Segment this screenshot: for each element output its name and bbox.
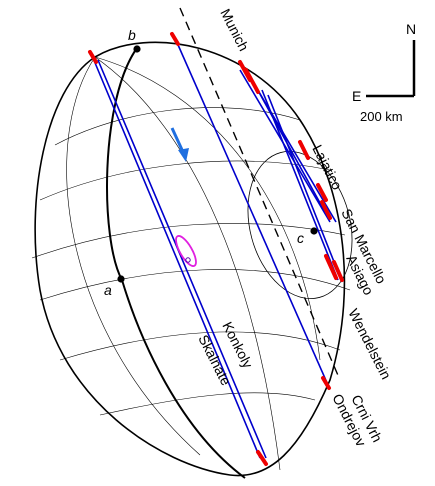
chord-ondrejov xyxy=(174,37,329,386)
error-bar xyxy=(88,50,98,64)
label-wendelstein: Wendelstein xyxy=(345,306,394,382)
limb-ellipse xyxy=(247,151,353,299)
point-a-label: a xyxy=(104,282,112,298)
error-bar xyxy=(298,140,310,160)
body-outline xyxy=(34,41,346,477)
scale-bar-label: 200 km xyxy=(360,109,403,124)
error-bar xyxy=(321,376,331,390)
compass-east: E xyxy=(352,88,361,104)
equator-line xyxy=(39,269,351,301)
latitude-line xyxy=(39,160,331,201)
center-point xyxy=(185,257,191,263)
error-bar xyxy=(256,450,268,466)
latitude-line xyxy=(99,392,316,416)
error-bars xyxy=(88,32,344,466)
label-munich: Munich xyxy=(217,6,252,53)
meridian-line xyxy=(94,56,321,361)
longitude-lines xyxy=(66,56,321,471)
compass: N E xyxy=(352,21,416,104)
meridian-line xyxy=(66,56,201,456)
point-b-label: b xyxy=(128,27,136,43)
crni-vrh-dashed-chord xyxy=(179,7,341,381)
meridian-line xyxy=(94,56,281,471)
chord-san-marcello xyxy=(261,89,339,281)
compass-north: N xyxy=(406,21,416,37)
chord-konkoly xyxy=(92,57,261,459)
point-c-dot xyxy=(310,227,318,235)
chord-asiago xyxy=(267,94,343,283)
error-bar xyxy=(320,200,332,220)
latitude-line xyxy=(54,107,301,146)
latitude-line xyxy=(31,223,346,259)
point-a-dot xyxy=(117,275,125,283)
chords-blue xyxy=(92,37,343,459)
error-bar xyxy=(170,32,180,46)
error-bar xyxy=(332,260,344,282)
error-bar xyxy=(316,183,328,202)
error-ellipse xyxy=(175,235,197,267)
point-c-label: c xyxy=(297,230,304,246)
point-b-dot xyxy=(133,45,141,53)
chord-skalnate xyxy=(97,59,267,459)
error-bar xyxy=(244,68,260,94)
motion-arrow xyxy=(170,127,189,162)
error-bar xyxy=(324,254,338,280)
